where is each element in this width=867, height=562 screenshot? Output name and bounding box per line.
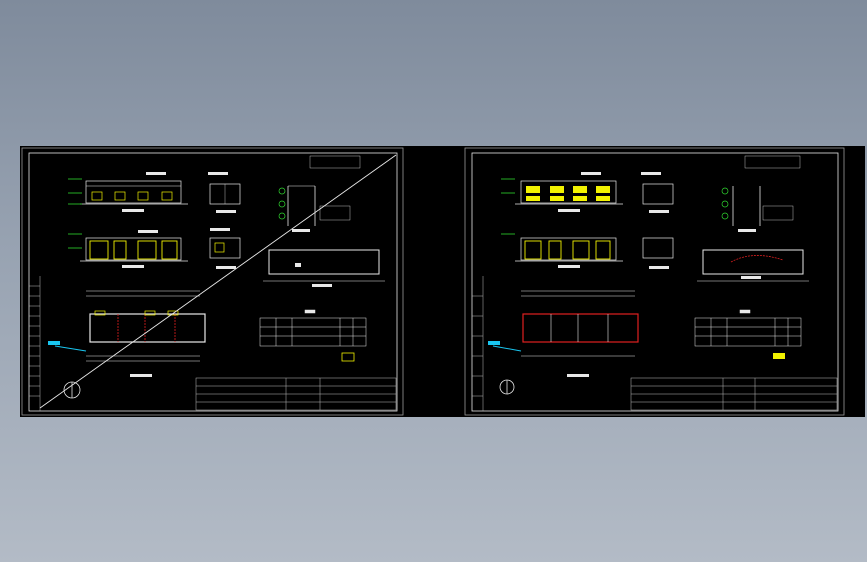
elevation-drawing-1-right[interactable] [501,172,623,212]
door-window-schedule[interactable] [259,309,367,347]
roof-plan[interactable] [263,249,385,287]
elevation-drawing-2-right[interactable] [501,233,623,268]
door-window-schedule-right[interactable] [694,309,802,347]
title-block [195,377,397,411]
left-margin-table [29,276,41,411]
side-elevation-1-right[interactable] [641,172,674,213]
floor-plan[interactable] [48,290,206,377]
side-elevation-2-right[interactable] [642,237,674,269]
floor-plan-right[interactable] [488,290,639,377]
side-elevation-2[interactable] [209,228,241,269]
legend-swatch [341,352,355,362]
section-detail[interactable] [278,155,361,232]
elevation-drawing-1[interactable] [68,172,188,212]
elevation-drawing-2[interactable] [68,230,188,268]
legend-swatch-right [773,353,785,359]
drawing-sheet-right[interactable] [463,146,846,417]
section-detail-right[interactable] [721,155,801,232]
diagonal-line [39,154,397,409]
north-arrow-icon [499,379,515,395]
north-arrow-icon [63,381,81,399]
drawing-sheet-left[interactable] [20,146,405,417]
title-block-right [630,377,838,411]
side-elevation-1[interactable] [208,172,241,213]
left-margin-table-right [472,276,484,411]
roof-plan-right[interactable] [697,249,809,282]
